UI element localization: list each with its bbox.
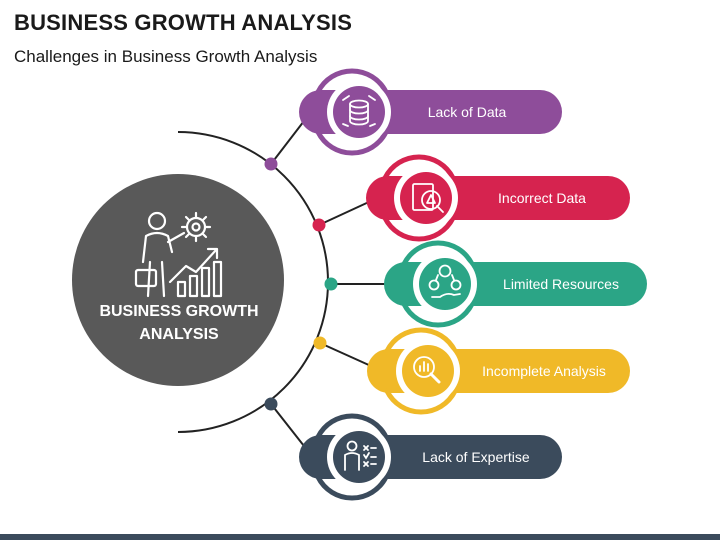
connector-line-1 — [270, 120, 305, 165]
page-subtitle: Challenges in Business Growth Analysis — [14, 47, 318, 66]
connector-dot-3 — [324, 277, 338, 291]
center-label-line-2: ANALYSIS — [139, 326, 219, 343]
badge-1 — [315, 68, 391, 156]
label-lack-of-data: Lack of Data — [427, 104, 507, 120]
person-checklist-icon — [344, 440, 377, 471]
badge-3 — [401, 240, 477, 328]
connector-line-2 — [318, 200, 372, 226]
center-circle — [72, 174, 284, 386]
connector-dot-5 — [264, 397, 278, 411]
connector-dot-1 — [264, 157, 278, 171]
data-database-icon — [342, 95, 376, 127]
connector-dot-2 — [312, 218, 326, 232]
label-limited-resources: Limited Resources — [503, 276, 619, 292]
connector-line-4 — [319, 342, 372, 367]
magnifier-chart-icon — [413, 356, 441, 384]
badge-5 — [315, 413, 391, 501]
connector-line-5 — [270, 403, 305, 447]
label-incorrect-data: Incorrect Data — [498, 190, 586, 206]
center-label: BUSINESS GROWTH ANALYSIS — [82, 300, 276, 346]
label-incomplete-analysis: Incomplete Analysis — [482, 363, 606, 379]
label-lack-of-expertise: Lack of Expertise — [422, 449, 530, 465]
page-title: BUSINESS GROWTH ANALYSIS — [14, 10, 353, 35]
business-growth-icon — [134, 211, 223, 298]
connector-dot-4 — [313, 336, 327, 350]
document-warning-icon — [412, 183, 444, 213]
center-label-line-1: BUSINESS GROWTH — [99, 303, 259, 320]
bottom-bar — [0, 534, 720, 540]
resources-hand-icon — [428, 264, 462, 298]
